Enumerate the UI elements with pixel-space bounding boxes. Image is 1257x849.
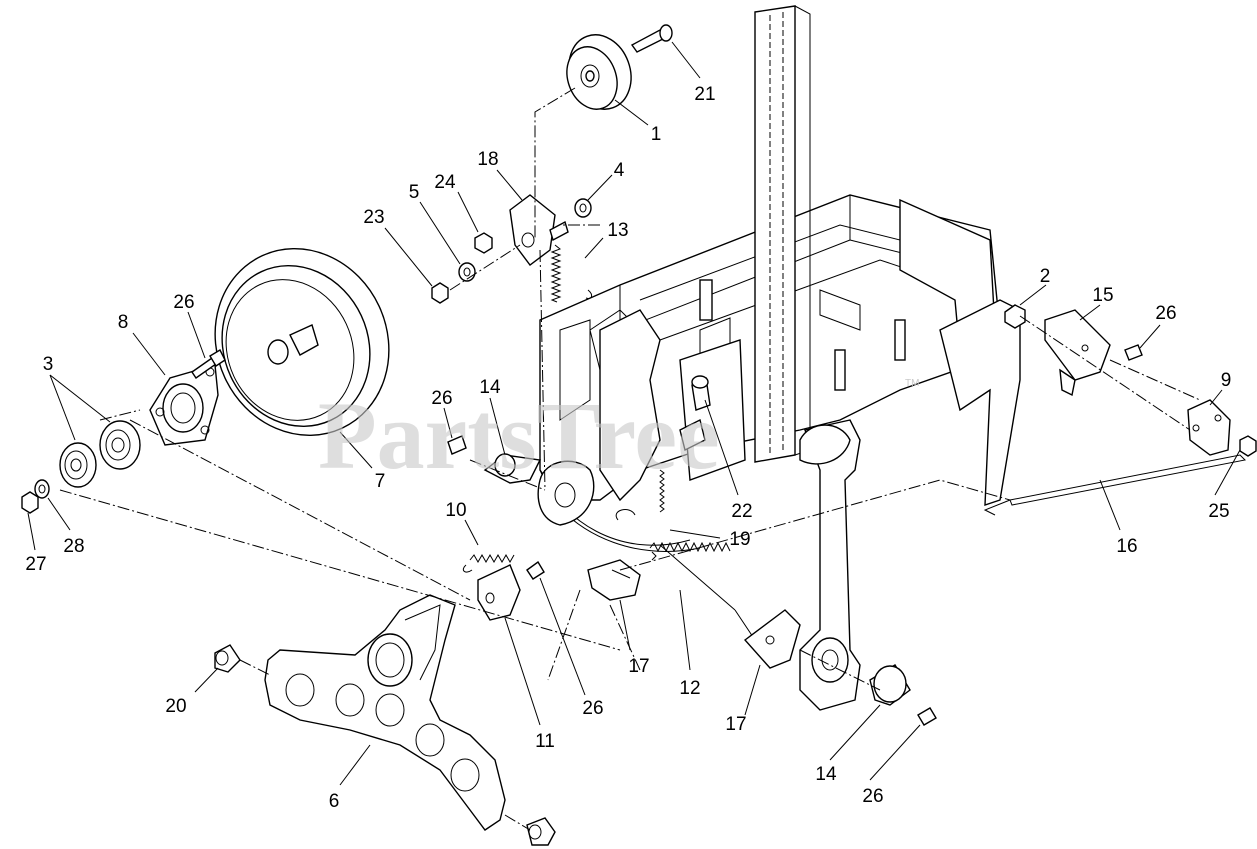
idler-pulley bbox=[566, 34, 632, 110]
callout-16: 16 bbox=[1116, 536, 1137, 557]
bracket-17-lower bbox=[587, 559, 641, 601]
callout-23: 23 bbox=[363, 207, 384, 228]
callout-1: 1 bbox=[651, 124, 662, 145]
washer-4 bbox=[574, 198, 592, 218]
bushing-2 bbox=[1004, 304, 1026, 329]
callout-2: 2 bbox=[1040, 266, 1051, 287]
callout-26-flange: 26 bbox=[173, 292, 194, 313]
bracket-11 bbox=[477, 564, 521, 621]
idler-arm-bracket bbox=[509, 194, 569, 266]
callout-9: 9 bbox=[1221, 370, 1232, 391]
callout-18: 18 bbox=[477, 149, 498, 170]
nut-25 bbox=[1239, 435, 1257, 457]
callout-4: 4 bbox=[614, 160, 625, 181]
bearing-pair bbox=[59, 420, 141, 488]
callout-5: 5 bbox=[409, 182, 420, 203]
flange-bracket bbox=[149, 364, 219, 446]
callout-24: 24 bbox=[434, 172, 456, 193]
callout-14-lower: 14 bbox=[815, 764, 837, 785]
bolt-26-center bbox=[447, 435, 467, 455]
callout-26-lower: 26 bbox=[862, 786, 883, 807]
watermark-trademark: TM bbox=[905, 378, 919, 389]
callout-22: 22 bbox=[731, 501, 752, 522]
pivot-bracket bbox=[537, 309, 746, 526]
alignment-lines bbox=[59, 87, 1201, 831]
callout-17-right: 17 bbox=[725, 714, 746, 735]
washer-28 bbox=[34, 479, 50, 499]
bolt-26-lower-left bbox=[526, 560, 545, 580]
spring-19 bbox=[615, 469, 665, 521]
bracket-15 bbox=[1044, 309, 1111, 397]
callout-27: 27 bbox=[25, 554, 46, 575]
callout-14-upper: 14 bbox=[479, 377, 501, 398]
bracket-9 bbox=[1187, 399, 1231, 456]
pulley-bolt bbox=[630, 24, 673, 53]
callout-11: 11 bbox=[535, 731, 555, 752]
callout-17-lower: 17 bbox=[628, 656, 649, 677]
spacer-14-lower bbox=[869, 664, 911, 706]
large-drive-pulley bbox=[214, 248, 390, 436]
callout-10: 10 bbox=[445, 500, 466, 521]
bracket-17-right bbox=[743, 609, 801, 669]
callout-7: 7 bbox=[375, 471, 386, 492]
washer-5 bbox=[458, 262, 476, 282]
callout-13: 13 bbox=[607, 220, 628, 241]
callout-25: 25 bbox=[1208, 501, 1229, 522]
callout-21: 21 bbox=[694, 84, 715, 105]
callout-26-right: 26 bbox=[1155, 303, 1176, 324]
callout-labels: 21 1 18 4 24 5 13 23 2 15 26 8 26 3 26 1… bbox=[25, 84, 1231, 812]
nut-27 bbox=[21, 491, 39, 514]
callout-19: 19 bbox=[729, 529, 750, 550]
control-rod-16 bbox=[983, 454, 1247, 516]
callout-26-lower-left: 26 bbox=[582, 698, 603, 719]
nut-23 bbox=[431, 282, 449, 304]
callout-3: 3 bbox=[43, 354, 54, 375]
spacer-14-upper bbox=[483, 453, 542, 484]
bolt-26-right bbox=[1124, 344, 1143, 361]
spring-10 bbox=[462, 553, 515, 573]
lever-arm bbox=[799, 419, 861, 711]
bushing-20 bbox=[214, 644, 241, 673]
callout-6: 6 bbox=[329, 791, 340, 812]
leader-lines bbox=[27, 41, 1241, 786]
callout-15: 15 bbox=[1092, 285, 1113, 306]
bushing-lower bbox=[526, 817, 556, 846]
callout-8: 8 bbox=[118, 312, 129, 333]
flange-bolt bbox=[191, 349, 226, 379]
bolt-26-lower bbox=[917, 707, 937, 726]
callout-26-center: 26 bbox=[431, 388, 452, 409]
callout-12: 12 bbox=[679, 678, 700, 699]
callout-28: 28 bbox=[63, 536, 84, 557]
nut-24 bbox=[474, 232, 493, 254]
callout-20: 20 bbox=[165, 696, 186, 717]
watermark-text: PartsTree bbox=[318, 382, 720, 489]
spring-13 bbox=[550, 244, 593, 303]
idler-arm-6 bbox=[264, 594, 506, 831]
